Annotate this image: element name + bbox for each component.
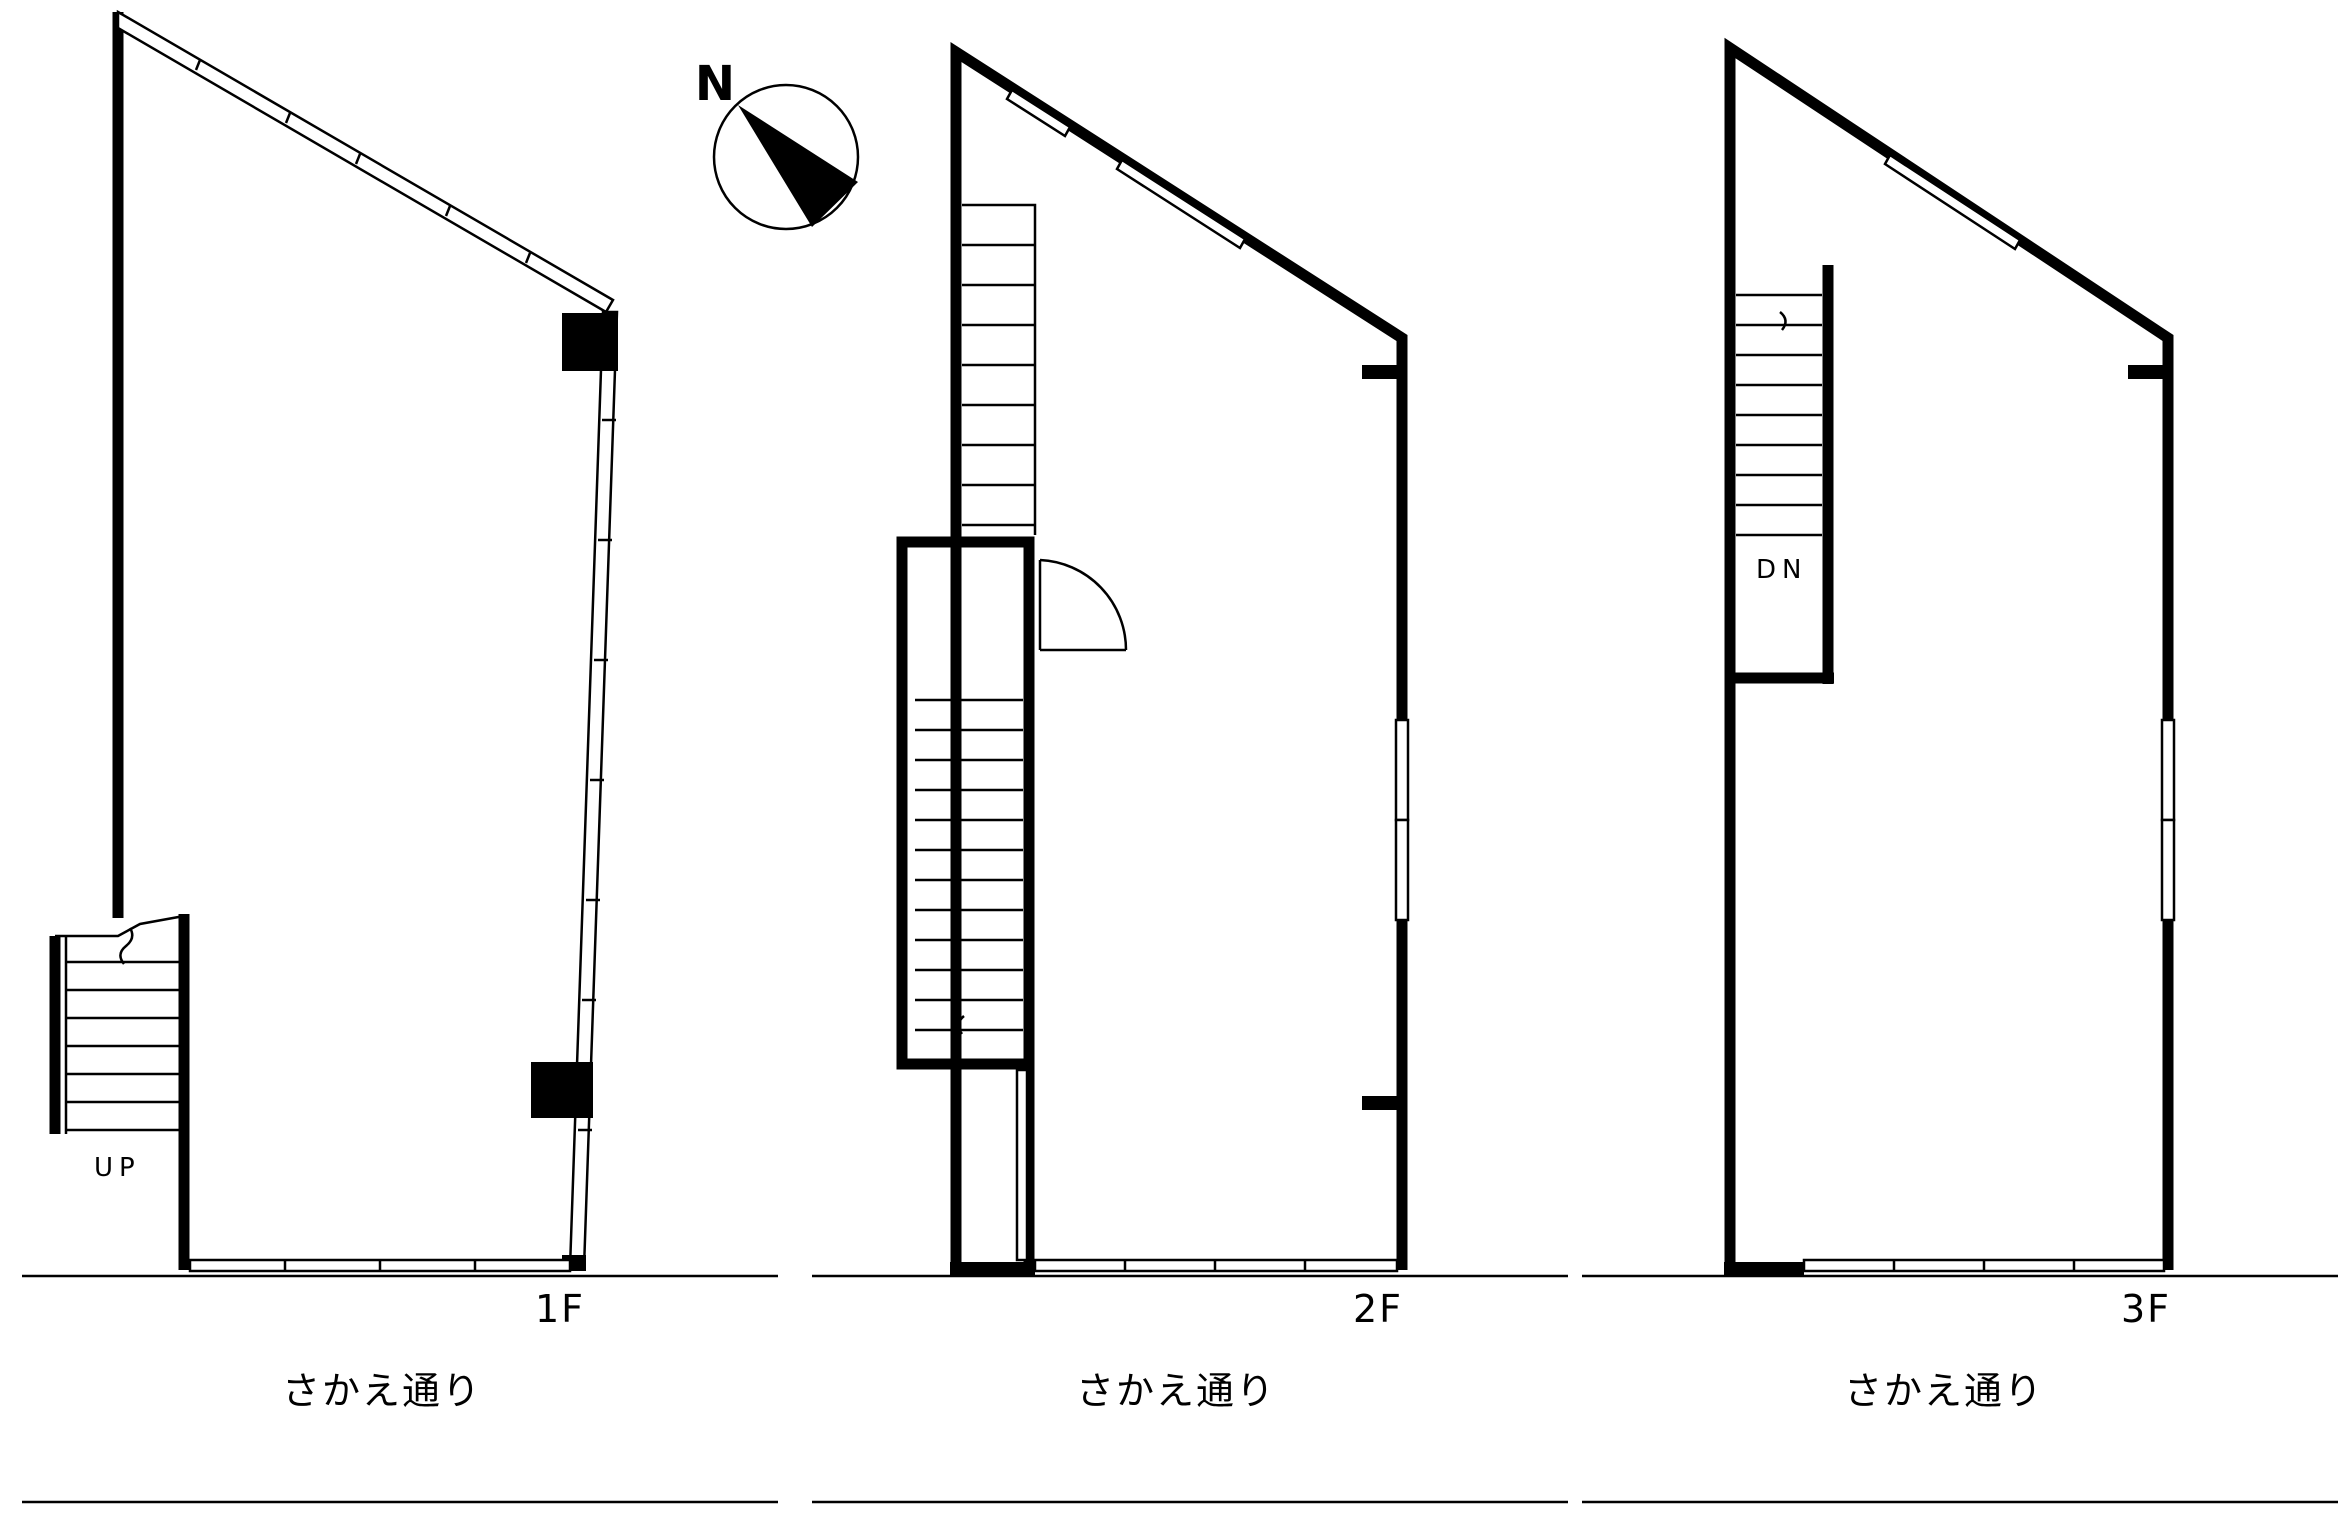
staircase-up: UP — [55, 914, 185, 1183]
north-window — [1005, 88, 1247, 250]
stair-direction-arrow — [119, 927, 134, 965]
floor-label-1f: 1F — [535, 1287, 585, 1331]
floor-label-3f: 3F — [2121, 1287, 2171, 1331]
staircase-to-3f — [962, 203, 1037, 535]
stairwell-enclosure — [896, 536, 1035, 1070]
north-label: N — [695, 56, 735, 112]
east-glazed-wall — [568, 310, 619, 1270]
lower-corridor — [950, 1064, 1035, 1275]
street-name-label: さかえ通り — [1076, 1369, 1276, 1413]
street-name-label: さかえ通り — [282, 1369, 482, 1413]
floor-label-2f: 2F — [1353, 1287, 1403, 1331]
wall-stub — [2128, 365, 2168, 379]
south-window-wall — [1033, 1258, 1399, 1273]
stair-direction-arrow — [1779, 311, 1787, 331]
stair-label-dn: DN — [1756, 555, 1807, 585]
north-window — [1883, 153, 2022, 251]
east-window — [1394, 718, 1410, 922]
stair-direction-arrow — [957, 1015, 965, 1035]
outer-wall — [1724, 37, 2174, 1270]
column — [562, 313, 618, 371]
wall-stub — [1362, 1096, 1402, 1110]
stair-label-up: UP — [94, 1153, 141, 1183]
south-window-wall — [1724, 1258, 2166, 1275]
north-window-wall — [116, 9, 615, 314]
staircase-inner — [915, 698, 1023, 1035]
east-window — [2160, 718, 2176, 922]
door — [1027, 558, 1128, 652]
column — [531, 1062, 593, 1118]
floor-plan-1f: UP 1F さかえ通り — [22, 9, 778, 1504]
floor-plan-3f: DN 3F さかえ通り — [1582, 37, 2338, 1504]
staircase-down: DN — [1730, 265, 1834, 684]
south-window-wall — [188, 1258, 572, 1273]
north-arrow-icon: N — [695, 56, 860, 231]
street-name-label: さかえ通り — [1844, 1369, 2044, 1413]
wall-stub — [1362, 365, 1402, 379]
floor-plan-2f: 2F さかえ通り — [812, 41, 1568, 1504]
